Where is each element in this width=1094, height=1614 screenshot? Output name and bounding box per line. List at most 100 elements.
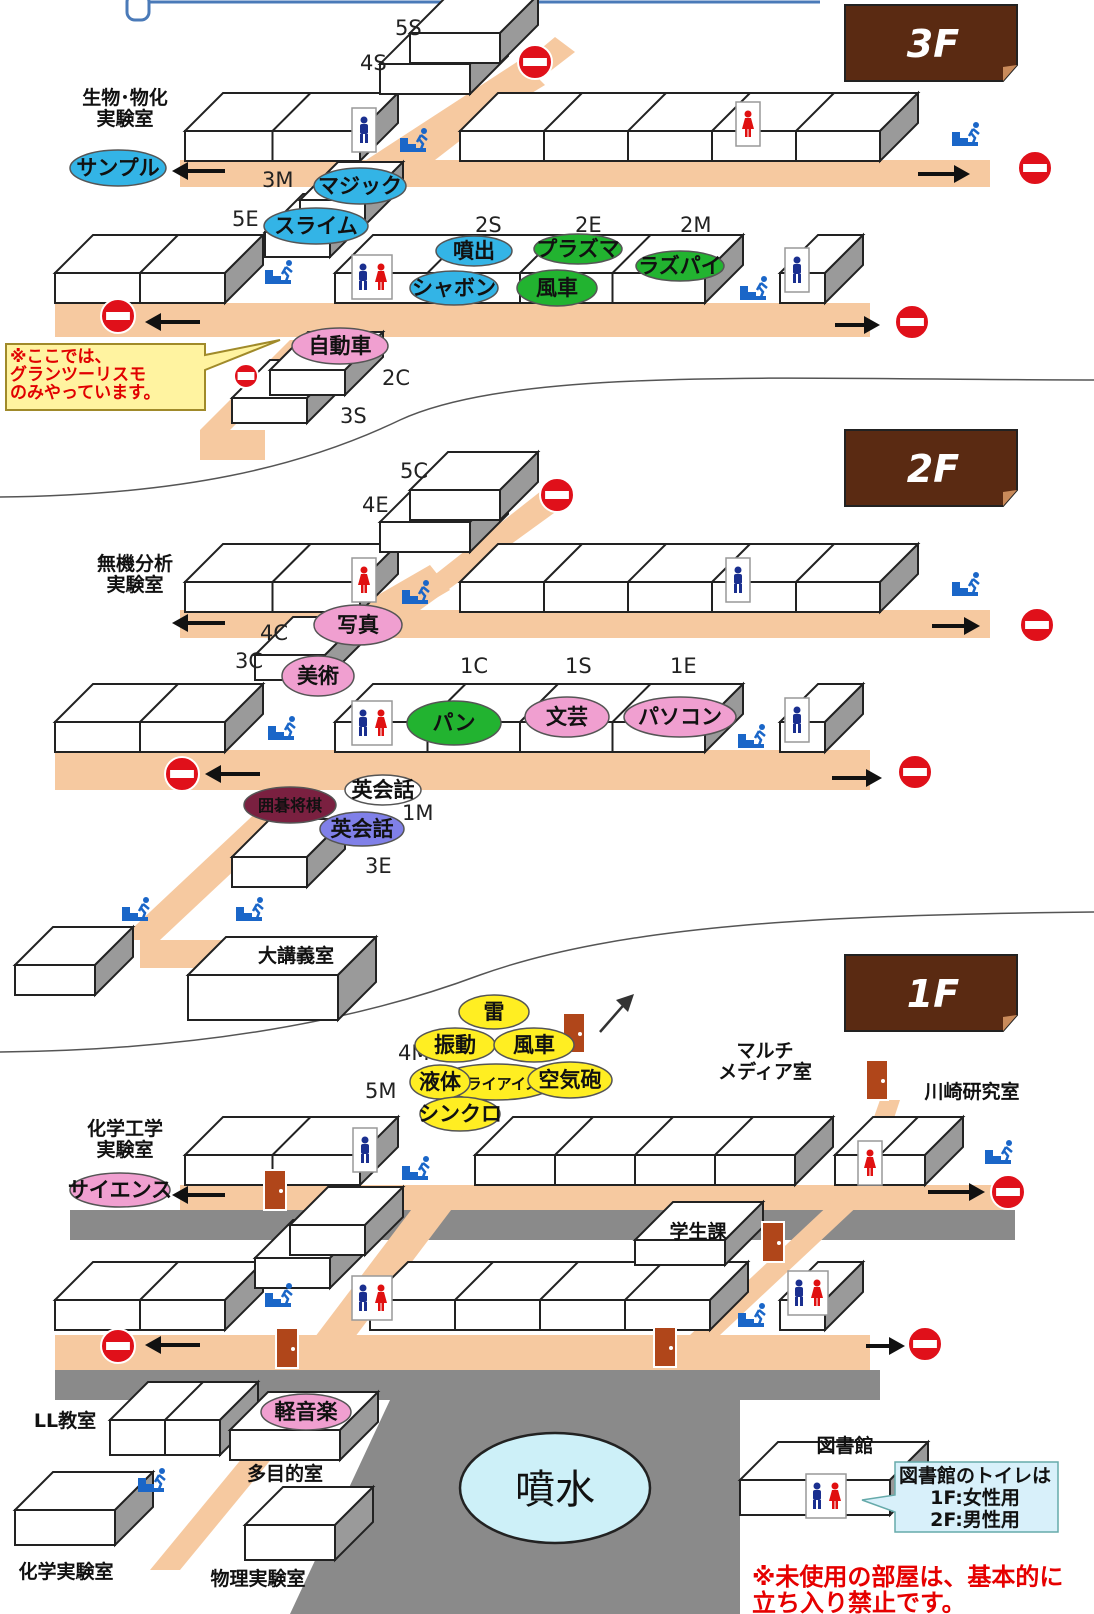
bubble-photo-shape	[313, 604, 403, 646]
library-toilet-note-line: 図書館のトイレは	[899, 1464, 1051, 1487]
corridor-3f-lower	[55, 303, 870, 337]
lab-name-2f-line: 実験室	[106, 573, 163, 596]
bubble-aircannon-label: 空気砲	[539, 1068, 602, 1092]
bubble-art-shape	[281, 655, 355, 697]
no-entry-bar	[170, 770, 194, 778]
arrow-head	[145, 1336, 161, 1354]
no-entry-bar	[523, 58, 547, 66]
bubble-aircannon-shape	[527, 1061, 613, 1099]
restroom-icon	[351, 557, 377, 603]
bubble-lightmusic: 軽音楽	[260, 1393, 352, 1431]
bubble-english-bottom-shape	[319, 811, 405, 847]
arrow-left-icon	[172, 162, 225, 180]
note-callout-3f	[5, 339, 281, 411]
door-icon	[865, 1059, 889, 1101]
block-1f-west-lower	[52, 1259, 266, 1333]
bubble-funshutsu: 噴出	[435, 235, 513, 267]
door-knob	[291, 1347, 295, 1351]
room-name-multipurpose: 多目的室	[247, 1462, 323, 1485]
door-panel	[275, 1327, 299, 1369]
floor-divider-2f-1f	[0, 911, 1094, 1053]
no-entry-icon	[233, 363, 259, 389]
door-icon	[263, 1169, 287, 1211]
room-divider	[711, 92, 751, 132]
room-name-multimedia-line: メディア室	[718, 1060, 812, 1083]
no-entry-bar	[545, 491, 569, 499]
room-label-3c: 3C	[235, 649, 263, 673]
block-2f-small	[12, 924, 136, 998]
restroom-sign	[351, 254, 393, 300]
room-divider	[271, 543, 312, 583]
bubble-bread-label: パン	[432, 711, 475, 735]
bubble-funshutsu-label: 噴出	[453, 239, 495, 263]
bubble-car-shape	[291, 327, 389, 365]
stairs-icon	[950, 120, 981, 148]
bubble-thunder-shape	[458, 994, 530, 1030]
arrow-head	[969, 1183, 985, 1201]
arrow-left-icon	[205, 765, 260, 783]
restroom-sign	[735, 101, 761, 147]
bubble-plasma-shape	[533, 233, 623, 265]
bubble-windmill-1f: 風車	[493, 1027, 575, 1063]
bubble-plasma-label: プラズマ	[536, 237, 620, 261]
door-knob	[578, 1032, 582, 1036]
room-front	[244, 1524, 336, 1561]
bubble-synchro-shape	[419, 1096, 501, 1132]
bubble-igo: 囲碁将棋	[243, 786, 337, 824]
floor-banner-2f: 2F	[844, 429, 1018, 507]
arrow-right-icon	[918, 165, 970, 183]
block-1f-kawasaki	[832, 1114, 966, 1188]
stairs-icon	[266, 714, 297, 742]
lab-name-2f: 無機分析実験室	[97, 552, 173, 596]
room-label-2s: 2S	[475, 213, 502, 237]
room-front	[289, 1224, 366, 1256]
room-front	[379, 521, 471, 553]
lecture-hall-name: 大講義室	[258, 944, 334, 967]
room-front	[231, 856, 308, 888]
no-entry-bar	[106, 312, 130, 320]
block-2f-east-upper	[457, 541, 921, 615]
bubble-photo: 写真	[313, 604, 403, 646]
room-name-physics-lab: 物理実験室	[210, 1567, 305, 1590]
restroom-icon	[735, 101, 761, 147]
door-panel	[653, 1326, 677, 1368]
room-front	[269, 369, 346, 396]
fountain: 噴水	[458, 1431, 652, 1545]
bubble-fusha-3f: 風車	[516, 269, 598, 307]
room-5s	[407, 0, 539, 66]
room-name-student-affairs: 学生課	[669, 1220, 727, 1243]
bubble-magic-label: マジック	[318, 174, 402, 198]
restroom-icon	[787, 1270, 829, 1316]
bubble-raspi-label: ラズパイ	[638, 254, 722, 278]
note-3f-line: グランツーリスモ	[10, 364, 146, 385]
bubble-igo-label: 囲碁将棋	[258, 796, 322, 815]
restroom-sign	[857, 1140, 883, 1186]
arrow-left-icon	[145, 1336, 200, 1354]
room-front	[14, 1509, 116, 1546]
room-divider	[543, 92, 583, 132]
lab-name-chem-eng-line: 実験室	[96, 1138, 153, 1161]
bubble-bread: パン	[406, 700, 502, 746]
bubble-dryice-label: ドライアイス	[452, 1075, 541, 1093]
no-entry-bar	[1023, 164, 1047, 172]
room-divider	[139, 234, 179, 274]
restroom-icon	[351, 107, 377, 153]
exit-arrow-head	[616, 994, 634, 1012]
bubble-windmill-1f-label: 風車	[513, 1033, 555, 1057]
banner-fold	[1003, 1015, 1017, 1031]
room-label-3s: 3S	[340, 404, 367, 428]
room-label-2e: 2E	[575, 213, 602, 237]
bubble-slime: スライム	[263, 207, 369, 245]
bubble-literature: 文芸	[524, 696, 610, 738]
bubble-liquid: 液体	[409, 1064, 471, 1100]
restroom-icon	[352, 1127, 378, 1173]
no-entry-bar	[913, 1340, 937, 1348]
no-entry-icon	[1019, 607, 1055, 643]
door-icon	[761, 1221, 785, 1263]
room-top	[457, 543, 921, 583]
bubble-literature-label: 文芸	[546, 705, 588, 729]
room-divider	[795, 543, 835, 583]
room-label-4e: 4E	[362, 493, 389, 517]
arrow-head	[866, 769, 882, 787]
